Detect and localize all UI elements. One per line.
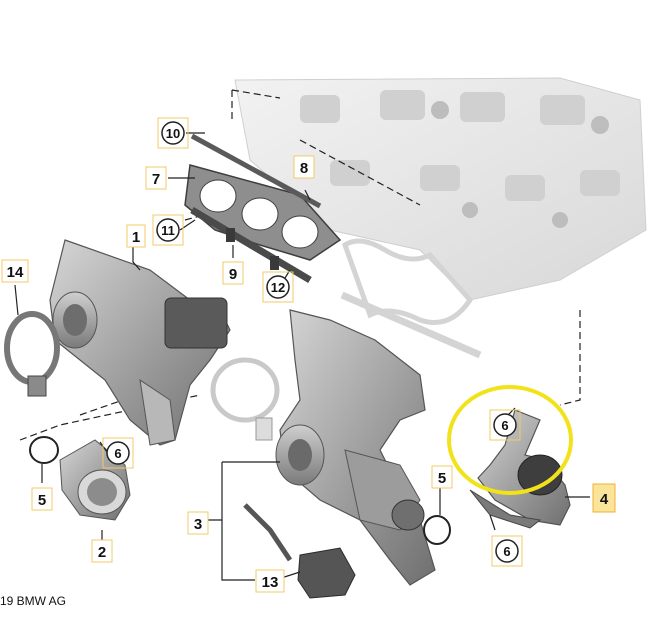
callout-10: 10 <box>166 126 180 141</box>
turbocharger-center <box>275 309 436 586</box>
ghost-gasket <box>340 238 482 359</box>
callout-labels: 1 14 7 10 8 11 9 12 6 5 2 <box>1 117 616 593</box>
callout-4: 4 <box>600 491 609 508</box>
v-band-clamp-center <box>210 357 280 441</box>
exhaust-manifold-gasket <box>184 164 342 261</box>
callout-7: 7 <box>152 171 160 188</box>
v-band-clamp-left <box>4 311 60 397</box>
callout-6-left: 6 <box>114 446 121 461</box>
callout-3: 3 <box>194 516 202 533</box>
turbocharger-left <box>49 239 231 446</box>
callout-11: 11 <box>161 223 175 238</box>
callout-9: 9 <box>229 266 237 283</box>
callout-14: 14 <box>7 264 24 281</box>
callout-leaders <box>14 132 590 581</box>
copyright-text: 19 BMW AG <box>0 594 67 608</box>
charge-air-pipe <box>469 409 571 529</box>
callout-5-left: 5 <box>38 492 46 509</box>
callout-1: 1 <box>132 229 140 246</box>
callout-4-highlight <box>592 483 616 513</box>
callout-2: 2 <box>98 544 106 561</box>
highlight-ring <box>447 385 573 495</box>
o-ring-right <box>423 515 451 545</box>
callout-8: 8 <box>300 160 308 177</box>
callout-5-right: 5 <box>438 470 446 487</box>
cylinder-head-ghost <box>234 77 647 301</box>
callout-6-upper: 6 <box>501 418 508 433</box>
callout-6-lower: 6 <box>503 544 510 559</box>
callout-13: 13 <box>262 574 279 591</box>
wastegate-actuator <box>243 503 356 599</box>
sensor-strip <box>190 133 322 284</box>
o-ring-left <box>29 436 59 464</box>
callout-12: 12 <box>271 280 285 295</box>
